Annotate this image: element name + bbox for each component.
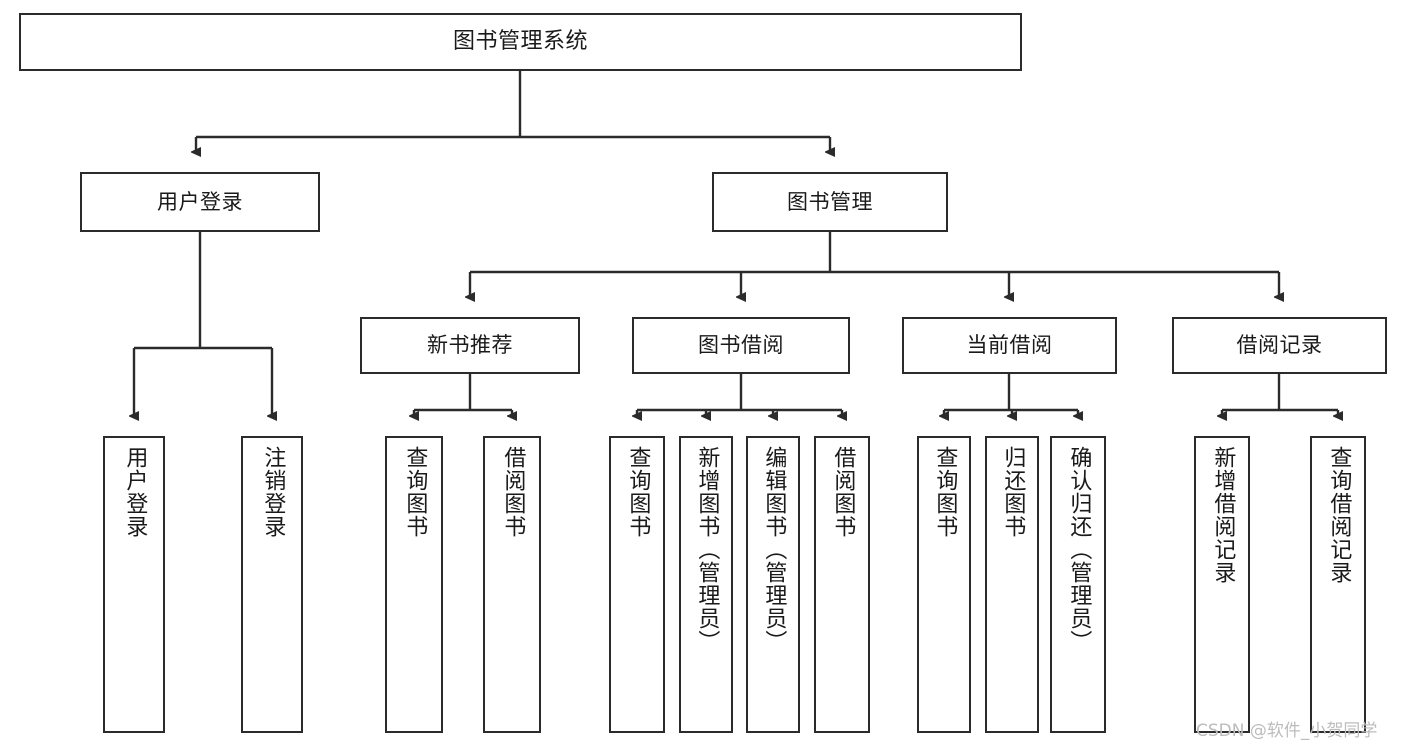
- leaf-borrow-book-rec[interactable]: 借阅图书: [483, 436, 541, 733]
- node-borrow-record-label: 借阅记录: [1236, 333, 1323, 358]
- node-borrow-record[interactable]: 借阅记录: [1172, 317, 1387, 374]
- leaf-add-book-label: 新增图书（管理员）: [694, 446, 720, 653]
- leaf-query-book-bor-label: 查询图书: [625, 446, 651, 538]
- leaf-query-book-rec-label: 查询图书: [402, 446, 428, 538]
- node-current-borrow[interactable]: 当前借阅: [902, 317, 1117, 374]
- leaf-add-book[interactable]: 新增图书（管理员）: [679, 436, 733, 733]
- node-user-login[interactable]: 用户登录: [80, 172, 320, 232]
- node-new-book-rec[interactable]: 新书推荐: [360, 317, 580, 374]
- leaf-query-record[interactable]: 查询借阅记录: [1310, 436, 1366, 733]
- leaf-query-book-cur[interactable]: 查询图书: [917, 436, 971, 733]
- leaf-borrow-book-bor-label: 借阅图书: [830, 446, 856, 538]
- node-book-manage[interactable]: 图书管理: [712, 172, 948, 232]
- node-user-login-label: 用户登录: [157, 189, 243, 214]
- leaf-query-book-bor[interactable]: 查询图书: [609, 436, 665, 733]
- leaf-edit-book-label: 编辑图书（管理员）: [761, 446, 787, 653]
- leaf-borrow-book-bor[interactable]: 借阅图书: [814, 436, 870, 733]
- leaf-query-book-rec[interactable]: 查询图书: [385, 436, 443, 733]
- leaf-add-record[interactable]: 新增借阅记录: [1194, 436, 1250, 733]
- leaf-user-login[interactable]: 用户登录: [103, 436, 165, 733]
- leaf-borrow-book-rec-label: 借阅图书: [500, 446, 526, 538]
- node-book-borrow[interactable]: 图书借阅: [632, 317, 850, 374]
- node-current-borrow-label: 当前借阅: [966, 333, 1053, 358]
- node-new-book-rec-label: 新书推荐: [427, 333, 513, 358]
- leaf-return-book-label: 归还图书: [1000, 446, 1026, 538]
- leaf-return-book[interactable]: 归还图书: [985, 436, 1039, 733]
- leaf-add-record-label: 新增借阅记录: [1210, 446, 1236, 584]
- leaf-confirm-return[interactable]: 确认归还（管理员）: [1050, 436, 1106, 733]
- leaf-edit-book[interactable]: 编辑图书（管理员）: [746, 436, 800, 733]
- leaf-user-logout-label: 注销登录: [260, 446, 286, 538]
- csdn-watermark: CSDN @软件_小贺同学: [1196, 721, 1378, 741]
- leaf-query-record-label: 查询借阅记录: [1326, 446, 1352, 584]
- leaf-confirm-return-label: 确认归还（管理员）: [1066, 446, 1092, 653]
- leaf-user-logout[interactable]: 注销登录: [241, 436, 303, 733]
- node-root[interactable]: 图书管理系统: [19, 13, 1022, 71]
- node-book-borrow-label: 图书借阅: [698, 333, 784, 358]
- node-book-manage-label: 图书管理: [787, 189, 873, 214]
- leaf-user-login-label: 用户登录: [122, 446, 148, 538]
- node-root-label: 图书管理系统: [452, 29, 588, 55]
- leaf-query-book-cur-label: 查询图书: [932, 446, 958, 538]
